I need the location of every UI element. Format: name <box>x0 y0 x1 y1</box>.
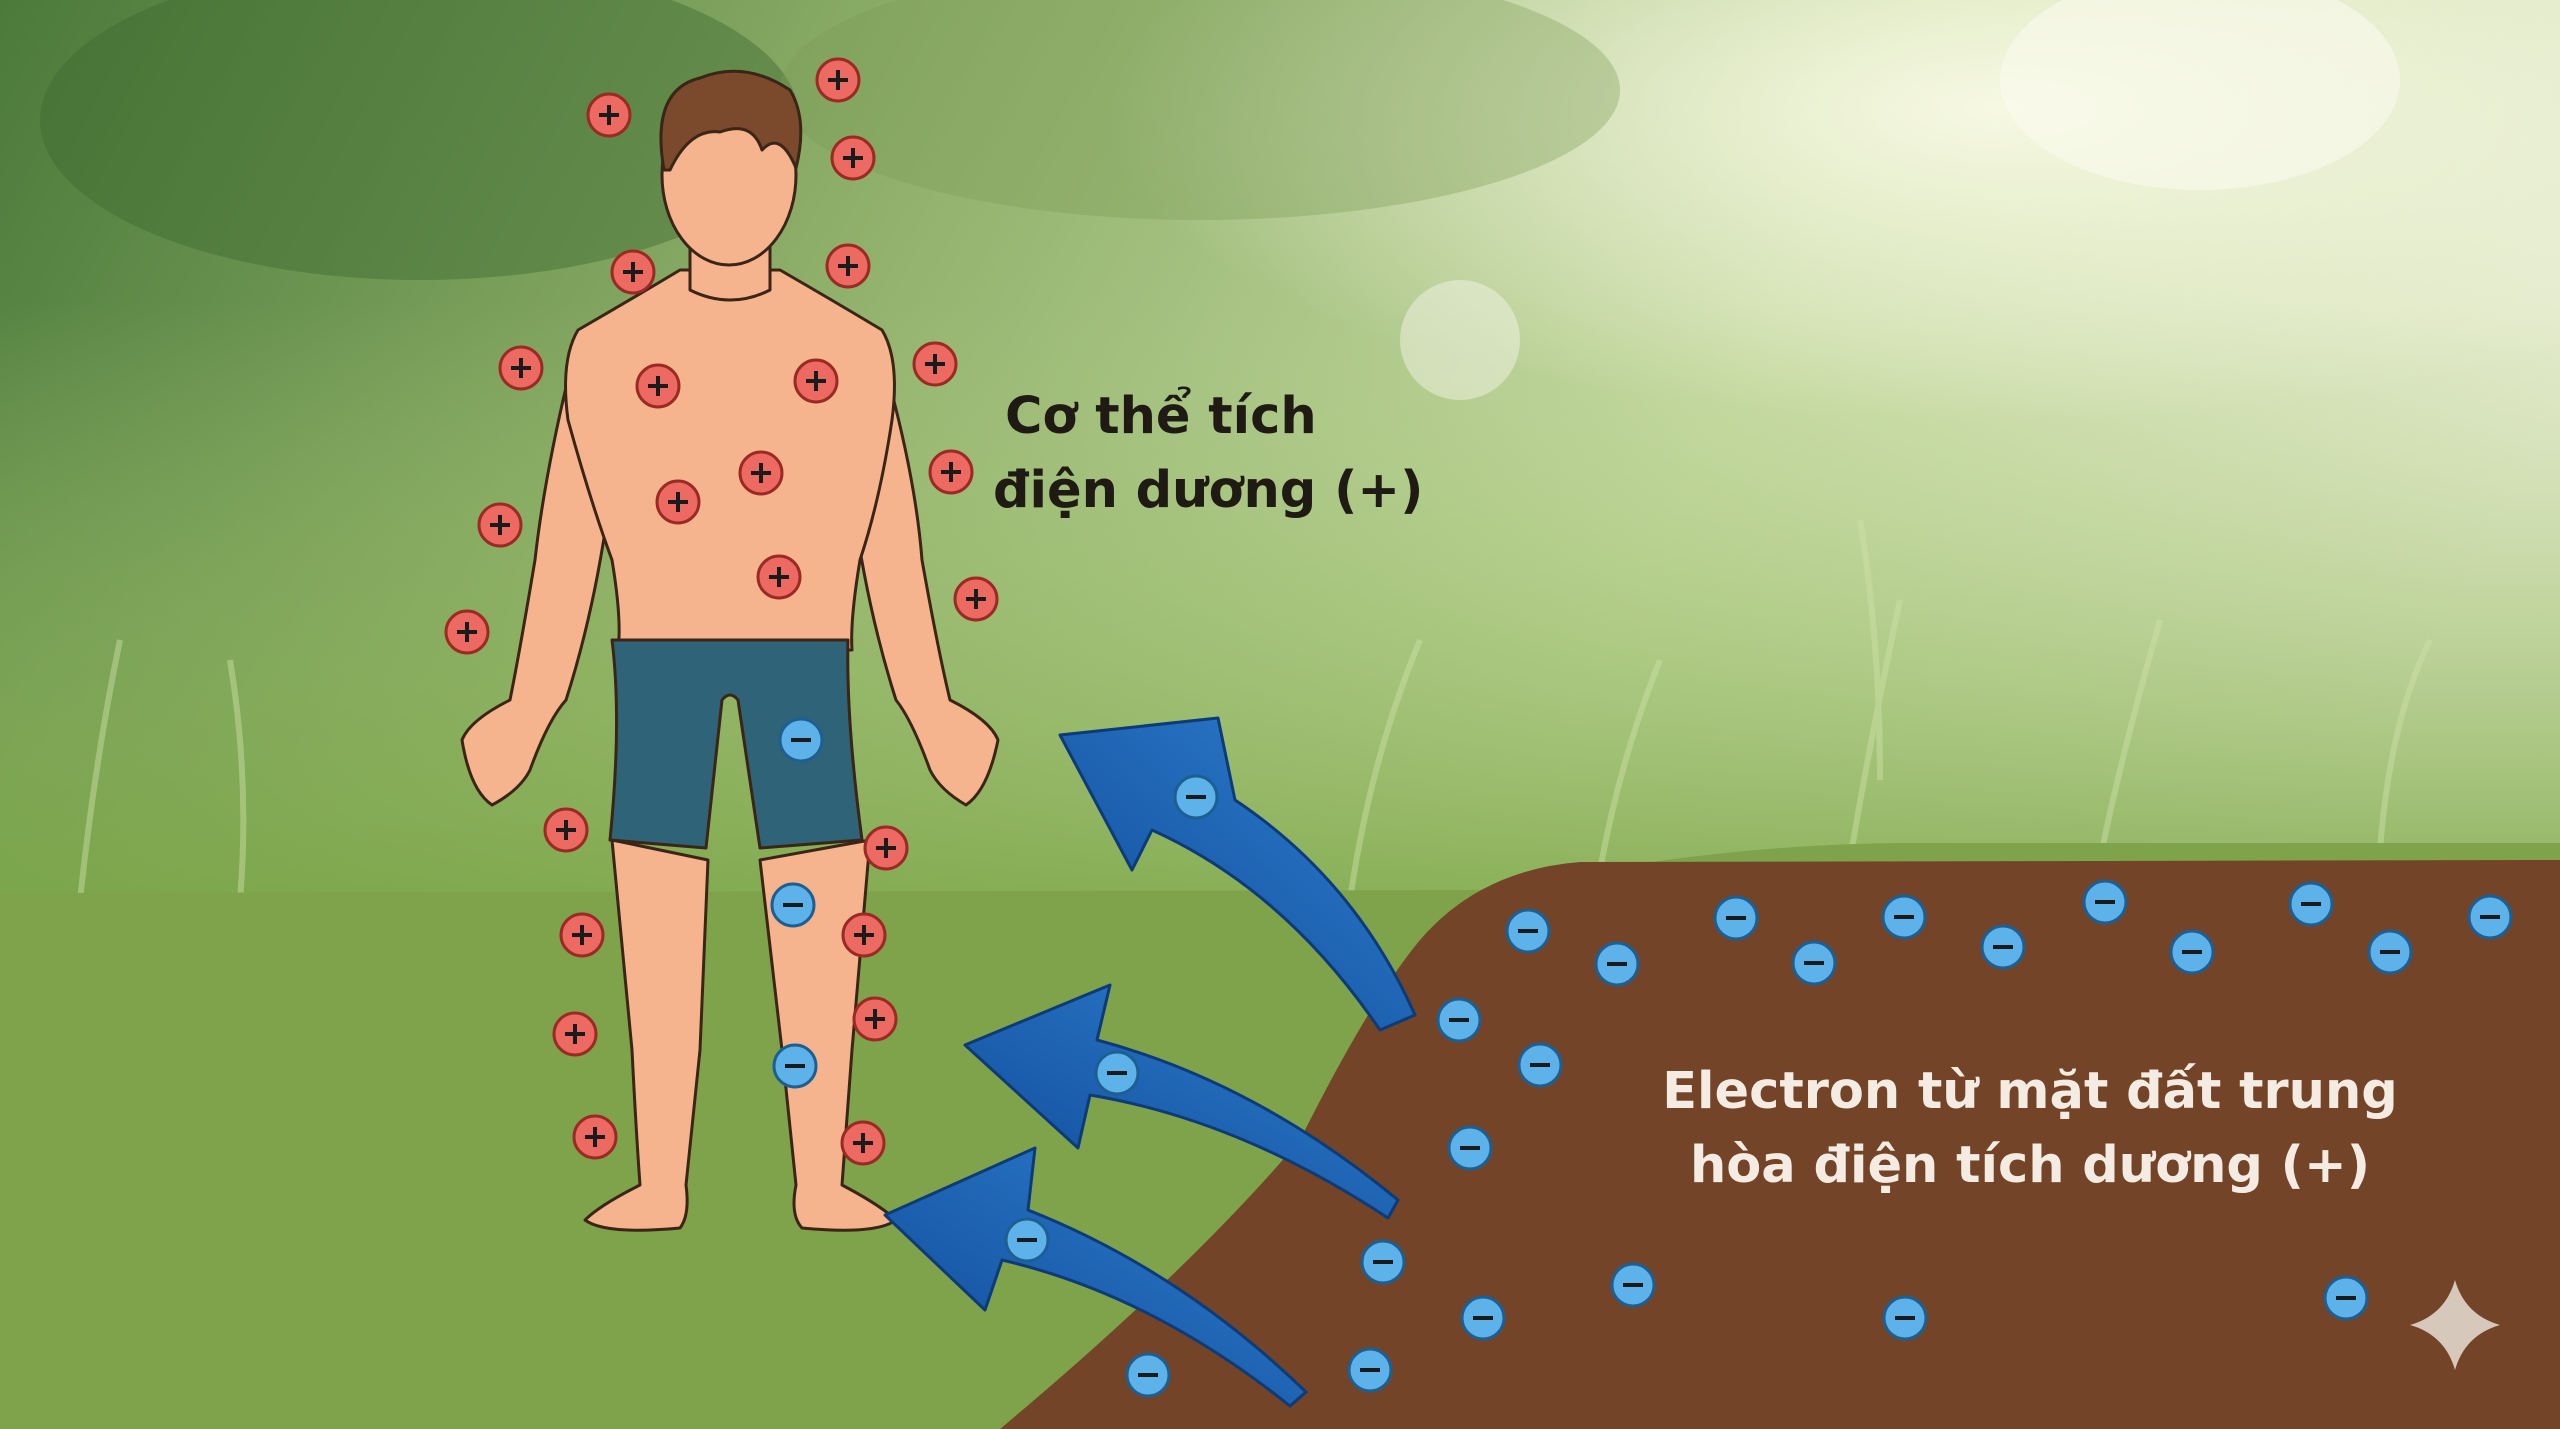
negative-charge-10 <box>1791 940 1837 986</box>
ground-electron-caption: Electron từ mặt đất trung hòa điện tích … <box>1640 1055 2420 1203</box>
positive-charge-7 <box>635 363 681 409</box>
negative-charge-15 <box>2288 881 2334 927</box>
negative-charge-5 <box>1094 1050 1140 1096</box>
positive-charge-21 <box>552 1011 598 1057</box>
negative-charge-13 <box>2082 879 2128 925</box>
positive-charge-9 <box>912 341 958 387</box>
negative-charge-25 <box>1125 1352 1171 1398</box>
negative-charge-23 <box>1610 1262 1656 1308</box>
negative-charge-4 <box>1173 774 1219 820</box>
positive-charge-17 <box>543 807 589 853</box>
electron-flow-arrows <box>883 716 1417 1408</box>
positive-charge-23 <box>572 1114 618 1160</box>
negative-charge-9 <box>1713 895 1759 941</box>
negative-charge-1 <box>778 717 824 763</box>
body-charge-caption-line-2: điện dương (+) <box>993 460 1424 520</box>
arrow-icon-lower <box>883 1146 1308 1408</box>
positive-charge-8 <box>793 358 839 404</box>
negative-charge-20 <box>1447 1125 1493 1171</box>
positive-charge-1 <box>586 92 632 138</box>
positive-charge-12 <box>928 449 974 495</box>
positive-charge-2 <box>815 57 861 103</box>
positive-charge-24 <box>840 1120 886 1166</box>
arrow-icon-upper <box>1058 716 1417 1032</box>
positive-charge-19 <box>559 912 605 958</box>
positive-charge-22 <box>852 996 898 1042</box>
negative-charges <box>770 717 2513 1398</box>
negative-charge-21 <box>1360 1239 1406 1285</box>
negative-charge-3 <box>772 1043 818 1089</box>
positive-charge-4 <box>610 249 656 295</box>
negative-charge-18 <box>1436 997 1482 1043</box>
positive-charge-3 <box>830 135 876 181</box>
body-charge-caption-line-1: Cơ thể tích <box>1005 387 1317 446</box>
negative-charge-22 <box>1460 1295 1506 1341</box>
negative-charge-7 <box>1505 908 1551 954</box>
negative-charge-19 <box>1517 1042 1563 1088</box>
arrow-icon-middle <box>963 983 1400 1220</box>
negative-charge-14 <box>2169 929 2215 975</box>
ground-electron-caption-line-2: hòa điện tích dương (+) <box>1689 1135 2371 1195</box>
negative-charge-2 <box>770 882 816 928</box>
body-charge-caption: Cơ thể tích điện dương (+) <box>993 380 1423 528</box>
positive-charge-11 <box>655 479 701 525</box>
positive-charges <box>444 57 999 1166</box>
positive-charge-18 <box>863 825 909 871</box>
sparkle-icon <box>2410 1280 2500 1370</box>
negative-charge-6 <box>1004 1217 1050 1263</box>
negative-charge-24 <box>1347 1347 1393 1393</box>
negative-charge-16 <box>2367 929 2413 975</box>
positive-charge-10 <box>738 450 784 496</box>
ground-electron-caption-line-1: Electron từ mặt đất trung <box>1662 1062 2398 1121</box>
positive-charge-5 <box>825 243 871 289</box>
negative-charge-26 <box>1882 1295 1928 1341</box>
negative-charge-8 <box>1594 941 1640 987</box>
negative-charge-12 <box>1980 924 2026 970</box>
positive-charge-14 <box>756 554 802 600</box>
positive-charge-16 <box>444 609 490 655</box>
positive-charge-20 <box>841 912 887 958</box>
positive-charge-15 <box>953 576 999 622</box>
negative-charge-17 <box>2467 894 2513 940</box>
positive-charge-6 <box>498 345 544 391</box>
positive-charge-13 <box>477 502 523 548</box>
negative-charge-27 <box>2323 1275 2369 1321</box>
human-figure-icon <box>460 69 1000 1232</box>
negative-charge-11 <box>1881 894 1927 940</box>
